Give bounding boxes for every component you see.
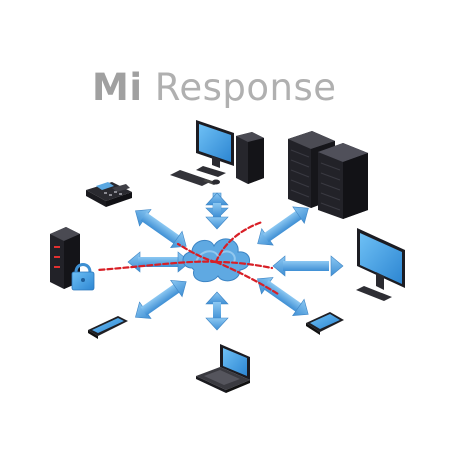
logo-title-light: Response	[154, 66, 337, 109]
arrow-lower-left	[135, 279, 187, 319]
logo-title-bold: Mi	[92, 66, 143, 109]
arrow-lower-right	[257, 277, 309, 317]
arrow-upper-left	[135, 209, 187, 249]
desktop-computer-icon	[170, 120, 264, 186]
arrow-upper-right	[257, 206, 309, 246]
arrow-down	[205, 291, 229, 331]
arrow-up	[205, 192, 229, 230]
server-rack-icon	[288, 131, 368, 219]
desk-phone-icon	[86, 182, 132, 207]
smartphone-right-icon	[306, 312, 344, 335]
laptop-icon	[196, 344, 250, 393]
smartphone-left-icon	[88, 316, 128, 339]
monitor-icon	[356, 228, 405, 301]
logo-title: Mi Response	[92, 64, 362, 112]
secure-server-icon	[50, 227, 95, 291]
arrow-right	[272, 255, 344, 277]
dashed-links	[96, 220, 280, 296]
